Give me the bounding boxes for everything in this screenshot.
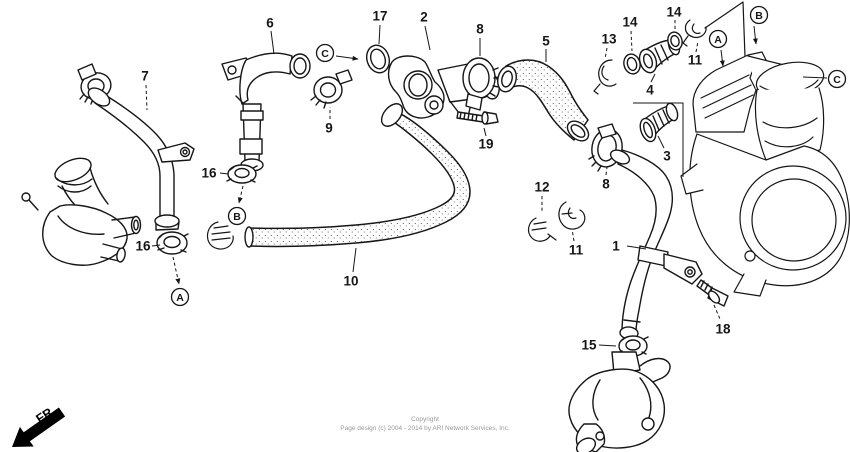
part-callout-6[interactable]: 6 (266, 16, 274, 31)
fr-arrow-icon (12, 407, 66, 447)
part-bolt-18 (696, 279, 729, 307)
letter-callout-B: B (749, 5, 769, 25)
part-callout-9[interactable]: 9 (325, 121, 333, 136)
part-callout-18[interactable]: 18 (715, 322, 731, 337)
part-callout-11[interactable]: 11 (688, 53, 703, 68)
letter-callout-circle (827, 69, 847, 89)
leader-line (151, 244, 161, 247)
part-hose-10 (244, 103, 471, 248)
part-hose-clamp-9 (310, 69, 353, 109)
part-callout-12[interactable]: 12 (534, 180, 549, 195)
leader-line (219, 172, 229, 175)
fr-direction-marker: FR. (12, 403, 66, 447)
leader-line (483, 127, 487, 137)
leader-line (424, 25, 431, 51)
letter-callout-circle (170, 287, 190, 307)
part-callout-10[interactable]: 10 (343, 274, 358, 289)
part-joint-pipe-6 (221, 52, 311, 172)
footer-copyright-line2: Page design (c) 2004 - 2014 by ARI Netwo… (340, 425, 510, 432)
leader-line (752, 25, 758, 45)
part-clip-12 (527, 217, 557, 242)
part-callout-15[interactable]: 15 (581, 338, 597, 353)
letter-callout-circle (315, 43, 335, 63)
part-callout-19[interactable]: 19 (478, 137, 493, 152)
letter-callout-label: B (233, 211, 241, 223)
leader-line (719, 49, 725, 67)
part-callout-8[interactable]: 8 (602, 177, 610, 192)
part-callout-16[interactable]: 16 (201, 166, 217, 181)
part-callout-14[interactable]: 14 (622, 15, 638, 30)
letter-callout-circle (708, 29, 728, 49)
leader-line (172, 256, 181, 285)
part-callout-16[interactable]: 16 (135, 239, 151, 254)
letter-callout-A: A (708, 29, 728, 49)
part-grommet-15 (617, 335, 649, 357)
leader-line (650, 73, 656, 83)
letter-callout-B: B (227, 206, 247, 226)
letter-callout-circle (749, 5, 769, 25)
part-callout-7[interactable]: 7 (141, 69, 149, 84)
letter-callout-label: B (755, 10, 763, 22)
leader-line (657, 135, 665, 149)
leader-line (605, 166, 608, 176)
leader-line (604, 47, 608, 60)
part-callout-14[interactable]: 14 (666, 5, 682, 20)
callout-layer: 123456788910111112131414151616171819ABAB… (135, 5, 847, 353)
letter-callout-label: A (176, 292, 184, 304)
engine-pointer-lines (704, 1, 746, 58)
part-clip-13 (593, 59, 617, 95)
part-callout-17[interactable]: 17 (372, 9, 387, 24)
bracket-line-3 (633, 102, 684, 177)
leader-line (270, 30, 275, 55)
letter-callout-label: C (833, 74, 841, 86)
leader-line (335, 55, 359, 61)
part-engine-block (680, 1, 850, 297)
part-grommet-16-lower (156, 231, 189, 255)
part-water-pipe-1 (609, 149, 703, 340)
part-oring-17 (365, 44, 391, 74)
part-hose-5 (497, 59, 590, 142)
part-callout-8[interactable]: 8 (476, 22, 484, 37)
letter-callout-C: C (315, 43, 335, 63)
part-bolt-19 (456, 111, 499, 125)
leader-line (626, 245, 647, 250)
letter-callout-A: A (170, 287, 190, 307)
part-hose-clamp-8-top (462, 57, 501, 118)
footer-copyright-line1: Copyright (411, 416, 439, 423)
part-callout-1[interactable]: 1 (612, 239, 620, 254)
part-callout-2[interactable]: 2 (420, 10, 428, 25)
cover-bolt-line (448, 99, 460, 114)
part-water-pump (568, 351, 671, 452)
leader-line (145, 84, 148, 111)
part-thermostat-housing (21, 157, 142, 266)
part-water-pipe-7 (87, 87, 195, 231)
part-clip-11-mid (558, 201, 586, 230)
leader-line (352, 247, 357, 273)
letter-callout-label: C (321, 48, 329, 60)
part-callout-13[interactable]: 13 (601, 32, 617, 47)
part-callout-3[interactable]: 3 (663, 149, 671, 164)
letter-callout-label: A (714, 34, 722, 46)
part-grommet-16-upper (226, 164, 258, 184)
letter-callout-C: C (827, 69, 847, 89)
leader-line (695, 40, 699, 53)
part-callout-4[interactable]: 4 (646, 83, 654, 98)
part-callout-5[interactable]: 5 (542, 34, 550, 49)
part-oring-14-right (667, 31, 683, 51)
part-joint-3 (639, 102, 679, 143)
leader-line (713, 304, 721, 320)
leader-line (802, 76, 828, 79)
leader-line (571, 228, 575, 242)
letter-callout-circle (227, 206, 247, 226)
leader-line (237, 185, 244, 204)
part-connecting-tube-4 (638, 36, 681, 74)
part-pipe-clamp (206, 221, 234, 250)
leader-line (378, 24, 381, 45)
part-clip-11-top (682, 19, 707, 47)
part-callout-11[interactable]: 11 (569, 243, 584, 258)
leader-line (598, 344, 617, 347)
leader-line (630, 30, 633, 52)
